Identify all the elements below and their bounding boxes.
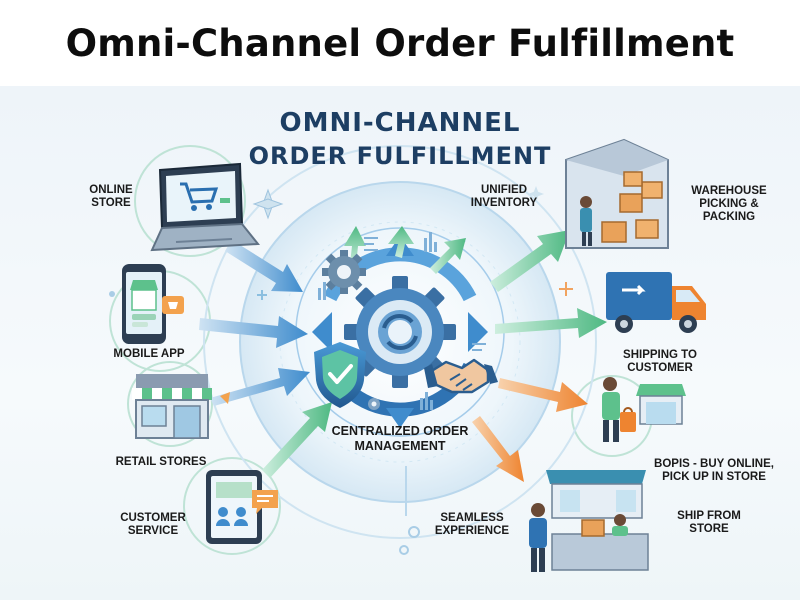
input-label-customer-service: CUSTOMER SERVICE	[110, 512, 196, 538]
output-label-line: WAREHOUSE	[691, 185, 767, 197]
diagram-graphics	[109, 138, 706, 572]
ship-from-store-arrow	[472, 416, 524, 482]
small-gear-bottom-icon	[368, 398, 380, 410]
shield-check-icon	[314, 342, 366, 408]
output-label-line: PICKING &	[699, 198, 759, 210]
input-label-line: MOBILE APP	[113, 348, 185, 360]
feature-label-line: SEAMLESS	[440, 512, 504, 524]
online-store-bg-circle	[134, 145, 246, 257]
page-title: Omni-Channel Order Fulfillment	[65, 21, 735, 65]
shipping-arrow	[495, 308, 607, 338]
output-label-ship-from-store: SHIP FROM STORE	[664, 510, 754, 536]
small-gear-icon	[322, 250, 366, 294]
cycle-arrowhead-right	[468, 312, 488, 352]
laptop-cart-icon	[150, 162, 260, 252]
output-label-line: PICK UP IN STORE	[662, 471, 766, 483]
input-label-line: SERVICE	[127, 525, 179, 537]
input-label-line: CUSTOMER	[120, 512, 186, 524]
cycle-arrowhead-left	[312, 312, 332, 352]
center-label: CENTRALIZED ORDER MANAGEMENT	[312, 424, 488, 454]
feature-label-line: UNIFIED	[481, 184, 527, 196]
bopis-arrow	[498, 378, 588, 412]
feature-label-line: EXPERIENCE	[434, 525, 510, 537]
input-arrows	[199, 240, 310, 406]
input-label-line: RETAIL STORES	[115, 456, 207, 468]
storefront-icon	[132, 374, 230, 439]
list-lines-icon	[364, 237, 486, 351]
feature-label-unified-inventory: UNIFIED INVENTORY	[452, 184, 556, 210]
mobile-app-arrow	[199, 316, 308, 348]
center-label-line-2: MANAGEMENT	[354, 439, 446, 453]
header-line-2: ORDER FULFILLMENT	[248, 142, 552, 170]
growth-arrow-2	[430, 238, 466, 274]
growth-arrow-3	[344, 226, 366, 266]
tablet-chat-icon	[206, 470, 278, 544]
handshake-icon	[424, 358, 498, 394]
customer-service-arrow	[262, 402, 332, 478]
output-label-line: PACKING	[702, 211, 756, 223]
central-hub	[312, 226, 498, 428]
store-counter-icon	[529, 470, 649, 572]
bar-chart-icon	[318, 232, 437, 410]
output-label-bopis: BOPIS - BUY ONLINE, PICK UP IN STORE	[634, 458, 794, 484]
warehouse-boxes-icon	[565, 138, 669, 249]
online-store-arrow	[225, 240, 303, 292]
output-label-line: SHIPPING TO	[623, 349, 697, 361]
feature-label-seamless-experience: SEAMLESS EXPERIENCE	[420, 512, 524, 538]
feature-label-line: INVENTORY	[470, 197, 538, 209]
output-label-warehouse: WAREHOUSE PICKING & PACKING	[672, 185, 786, 224]
output-label-shipping: SHIPPING TO CUSTOMER	[600, 349, 720, 375]
smartphone-store-icon	[122, 264, 184, 344]
output-arrows	[472, 230, 607, 482]
diagram-canvas: OMNI-CHANNEL ORDER FULFILLMENT CENTRALIZ…	[0, 86, 800, 600]
output-label-line: CUSTOMER	[627, 362, 693, 374]
cycle-arrowhead-bottom	[386, 408, 414, 428]
input-label-line: ONLINE	[89, 184, 133, 196]
input-label-line: STORE	[91, 197, 131, 209]
input-label-online-store: ONLINE STORE	[76, 184, 146, 210]
retail-bg-circle	[127, 361, 213, 447]
customer-service-bg-circle	[183, 457, 281, 555]
output-label-line: SHIP FROM	[677, 510, 741, 522]
input-label-mobile-app: MOBILE APP	[94, 348, 204, 361]
warehouse-arrow	[490, 230, 570, 292]
header-line-1: OMNI-CHANNEL	[279, 108, 521, 138]
shopper-pickup-icon	[602, 377, 686, 442]
retail-stores-arrow	[210, 368, 310, 406]
output-label-line: STORE	[689, 523, 729, 535]
output-label-line: BOPIS - BUY ONLINE,	[654, 458, 774, 470]
input-label-retail-stores: RETAIL STORES	[106, 456, 216, 469]
center-label-line-1: CENTRALIZED ORDER	[331, 424, 469, 438]
growth-arrow-1	[388, 226, 414, 258]
delivery-truck-icon	[606, 272, 706, 333]
